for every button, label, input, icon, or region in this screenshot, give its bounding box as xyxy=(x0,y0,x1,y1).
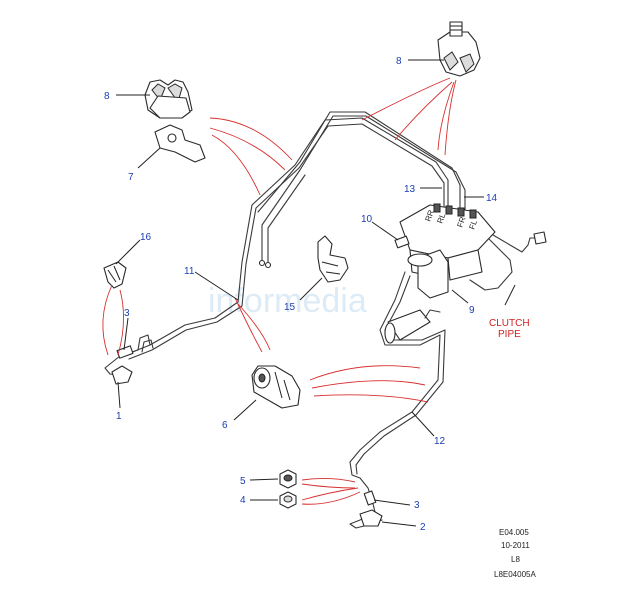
callout-9: 9 xyxy=(469,305,475,316)
callout-12: 12 xyxy=(434,436,446,447)
callout-4: 4 xyxy=(240,495,246,506)
pipe-11-rear-run xyxy=(104,111,466,377)
callout-8-right: 8 xyxy=(396,56,402,67)
part-10-union xyxy=(394,235,410,249)
callout-3-front: 3 xyxy=(414,500,420,511)
part-6-grommet xyxy=(251,365,301,409)
callout-3-rear: 3 xyxy=(124,308,130,319)
indicator-lines xyxy=(102,77,457,505)
callout-10: 10 xyxy=(361,214,373,225)
port-label-fr: FR xyxy=(455,215,467,228)
leader-lines xyxy=(115,59,516,527)
callout-5: 5 xyxy=(240,476,246,487)
part-2-pipe-union xyxy=(359,509,383,527)
callout-13: 13 xyxy=(404,184,416,195)
part-16-clip xyxy=(103,261,127,289)
port-label-rl: RL xyxy=(435,211,447,224)
clutch-pipe-label-line2: PIPE xyxy=(498,329,521,340)
callout-6: 6 xyxy=(222,420,228,431)
callout-8-left: 8 xyxy=(104,91,110,102)
callout-1: 1 xyxy=(116,411,122,422)
callout-7: 7 xyxy=(128,172,134,183)
drawing-code: L8E04005A xyxy=(494,570,536,579)
watermark-text: informedia xyxy=(208,282,367,320)
port-label-rr: RR xyxy=(423,209,435,223)
clutch-pipe-label-line1: CLUTCH xyxy=(489,318,530,329)
port-label-fl: FL xyxy=(467,218,479,230)
issue-date: 10-2011 xyxy=(501,541,530,550)
abs-modulator-unit: RR RL FR FL xyxy=(384,203,496,344)
model-code: L8 xyxy=(511,555,520,564)
part-1-pipe-union xyxy=(111,365,133,385)
part-4-washer xyxy=(279,491,297,509)
part-3-connector-rear xyxy=(116,345,134,359)
callout-11: 11 xyxy=(184,266,195,277)
part-7-pipe-bracket xyxy=(154,124,206,163)
callout-15: 15 xyxy=(284,302,296,313)
ref-number: E04.005 xyxy=(499,528,529,537)
part-15-clip xyxy=(317,235,349,283)
callout-2: 2 xyxy=(420,522,426,533)
part-5-nut xyxy=(279,469,297,489)
part-8-pipe-clip-left xyxy=(144,79,193,119)
callout-14: 14 xyxy=(486,193,498,204)
part-8-pipe-clip-right xyxy=(437,21,481,77)
part-3-connector-front xyxy=(363,490,377,506)
clutch-pipe xyxy=(469,231,547,291)
callout-16: 16 xyxy=(140,232,152,243)
